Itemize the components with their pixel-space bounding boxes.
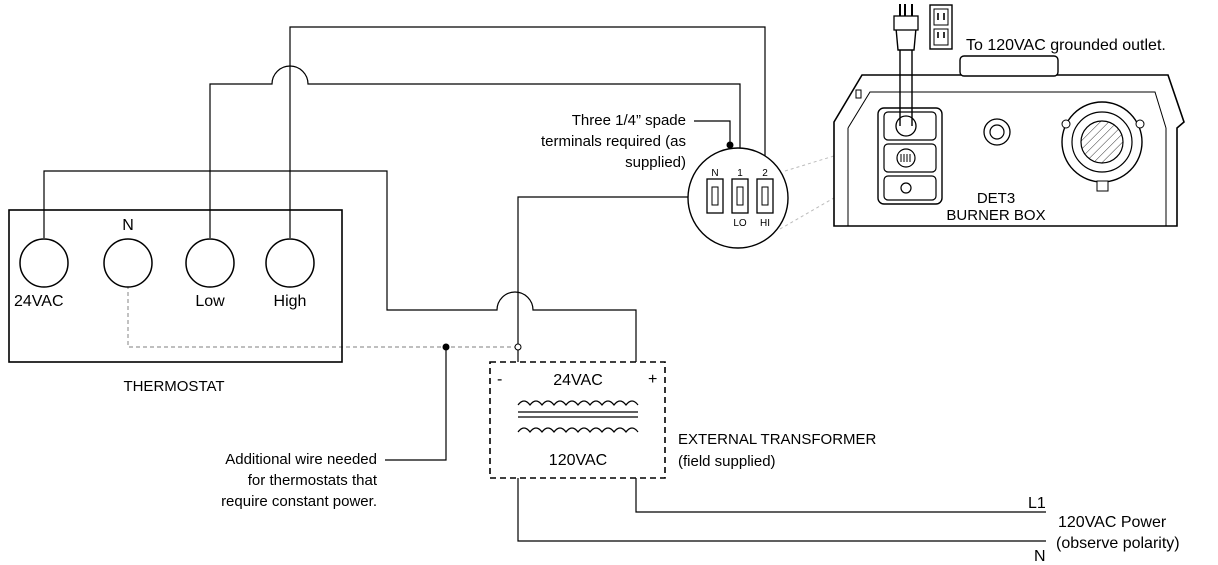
outlet-note: To 120VAC grounded outlet. xyxy=(966,37,1166,54)
block-label-2: 2 xyxy=(762,168,768,179)
thermostat-label: THERMOSTAT xyxy=(123,378,224,395)
additional-wire-note-1: Additional wire needed xyxy=(225,451,377,468)
wall-outlet-icon xyxy=(929,4,953,50)
constant-power-wire xyxy=(127,285,518,348)
terminal-port-outer xyxy=(896,148,916,168)
burner-box-label-1: DET3 xyxy=(977,190,1015,207)
burner-bottom-tab xyxy=(1096,180,1109,192)
reset-button-inner xyxy=(989,124,1005,140)
power-cord xyxy=(899,50,913,126)
additional-wire-note-3: require constant power. xyxy=(221,493,377,510)
spade-slot-lo xyxy=(736,186,744,206)
terminal-label-n: N xyxy=(122,217,134,234)
transformer-subname: (field supplied) xyxy=(678,453,776,470)
spade-slot-hi xyxy=(761,186,769,206)
thermostat-box xyxy=(8,209,343,363)
plug-body xyxy=(895,27,917,51)
transformer-plus: + xyxy=(648,371,657,388)
transformer-name: EXTERNAL TRANSFORMER xyxy=(678,431,877,448)
burner-screw-left xyxy=(1061,119,1071,129)
spade-note-2: terminals required (as xyxy=(541,133,686,150)
terminal-label-low: Low xyxy=(195,293,225,310)
additional-wire-leader xyxy=(385,347,447,461)
burner-box-label-2: BURNER BOX xyxy=(946,207,1045,224)
primary-coil xyxy=(517,427,639,433)
wire-24vac xyxy=(43,170,637,362)
wire-neutral xyxy=(517,478,1046,542)
detail-leader-bottom xyxy=(779,167,887,230)
burner-box-handle xyxy=(959,55,1059,77)
wire-high xyxy=(289,26,766,238)
thermostat-terminal-high xyxy=(265,238,315,288)
thermostat-terminal-24vac xyxy=(19,238,69,288)
additional-wire-note-2: for thermostats that xyxy=(248,472,378,489)
transformer-24vac-label: 24VAC xyxy=(553,372,603,389)
spade-note-3: supplied) xyxy=(625,154,686,171)
power-label-1: 120VAC Power xyxy=(1058,514,1167,531)
thermostat-terminal-low xyxy=(185,238,235,288)
terminal-port-pins xyxy=(900,154,911,162)
power-n-label: N xyxy=(1034,548,1046,565)
spade-terminal-n xyxy=(706,178,724,214)
outlet-slots-top xyxy=(937,13,945,20)
spade-terminal-lo xyxy=(731,178,749,214)
block-label-1: 1 xyxy=(737,168,743,179)
plug-prongs xyxy=(899,4,913,16)
transformer-120vac-label: 120VAC xyxy=(549,452,607,469)
burner-box-tab xyxy=(855,89,862,99)
spade-note-dot xyxy=(726,141,734,149)
wire-common xyxy=(517,196,708,362)
burner-port-mesh xyxy=(1080,120,1124,164)
block-label-n: N xyxy=(711,168,718,179)
cord-grommet xyxy=(895,115,917,137)
block-label-hi: HI xyxy=(760,218,770,229)
power-l1-label: L1 xyxy=(1028,495,1046,512)
spare-port-hole xyxy=(900,182,912,194)
power-label-2: (observe polarity) xyxy=(1056,535,1180,552)
burner-screw-right xyxy=(1135,119,1145,129)
spade-slot-n xyxy=(711,186,719,206)
plug-head xyxy=(893,15,919,31)
terminal-label-24vac: 24VAC xyxy=(14,293,64,310)
spade-terminal-hi xyxy=(756,178,774,214)
wire-l1 xyxy=(635,478,1046,513)
transformer-minus: - xyxy=(497,371,502,388)
outlet-socket-bottom xyxy=(933,28,949,46)
terminal-label-high: High xyxy=(274,293,307,310)
secondary-coil xyxy=(517,400,639,406)
junction-open xyxy=(514,343,522,351)
outlet-socket-top xyxy=(933,8,949,26)
wire-low xyxy=(209,65,741,238)
thermostat-terminal-n xyxy=(103,238,153,288)
block-label-lo: LO xyxy=(733,218,747,229)
outlet-slots-bottom xyxy=(937,32,945,38)
spade-note-1: Three 1/4” spade xyxy=(572,112,686,129)
burner-box-inner-edge xyxy=(847,91,1167,226)
spade-note-leader xyxy=(694,120,731,143)
transformer-box xyxy=(489,361,666,479)
